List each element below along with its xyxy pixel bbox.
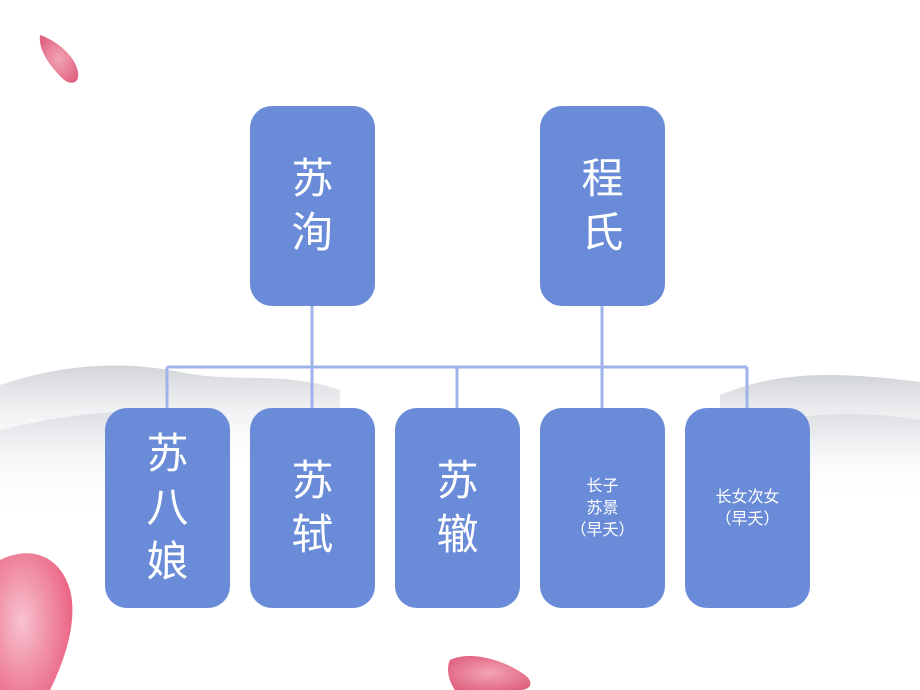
node-daughters: 长女次女 （早夭）	[685, 408, 810, 608]
node-label: 苏 辙	[436, 456, 479, 559]
petal-icon	[39, 35, 79, 83]
node-label: 程 氏	[581, 154, 624, 257]
node-su-shi: 苏 轼	[250, 408, 375, 608]
node-su-jing: 长子 苏景 （早夭）	[540, 408, 665, 608]
node-label: 苏 轼	[291, 456, 334, 559]
node-su-bani: 苏 八 娘	[105, 408, 230, 608]
node-label: 长女次女 （早夭）	[715, 487, 780, 528]
node-label: 苏 八 娘	[146, 429, 189, 586]
node-cheng-shi: 程 氏	[540, 106, 665, 306]
node-label: 苏 洵	[291, 154, 334, 257]
petal-icon	[0, 553, 73, 690]
node-label: 长子 苏景 （早夭）	[570, 476, 635, 539]
node-su-xun: 苏 洵	[250, 106, 375, 306]
petal-icon	[447, 655, 531, 690]
node-su-zhe: 苏 辙	[395, 408, 520, 608]
